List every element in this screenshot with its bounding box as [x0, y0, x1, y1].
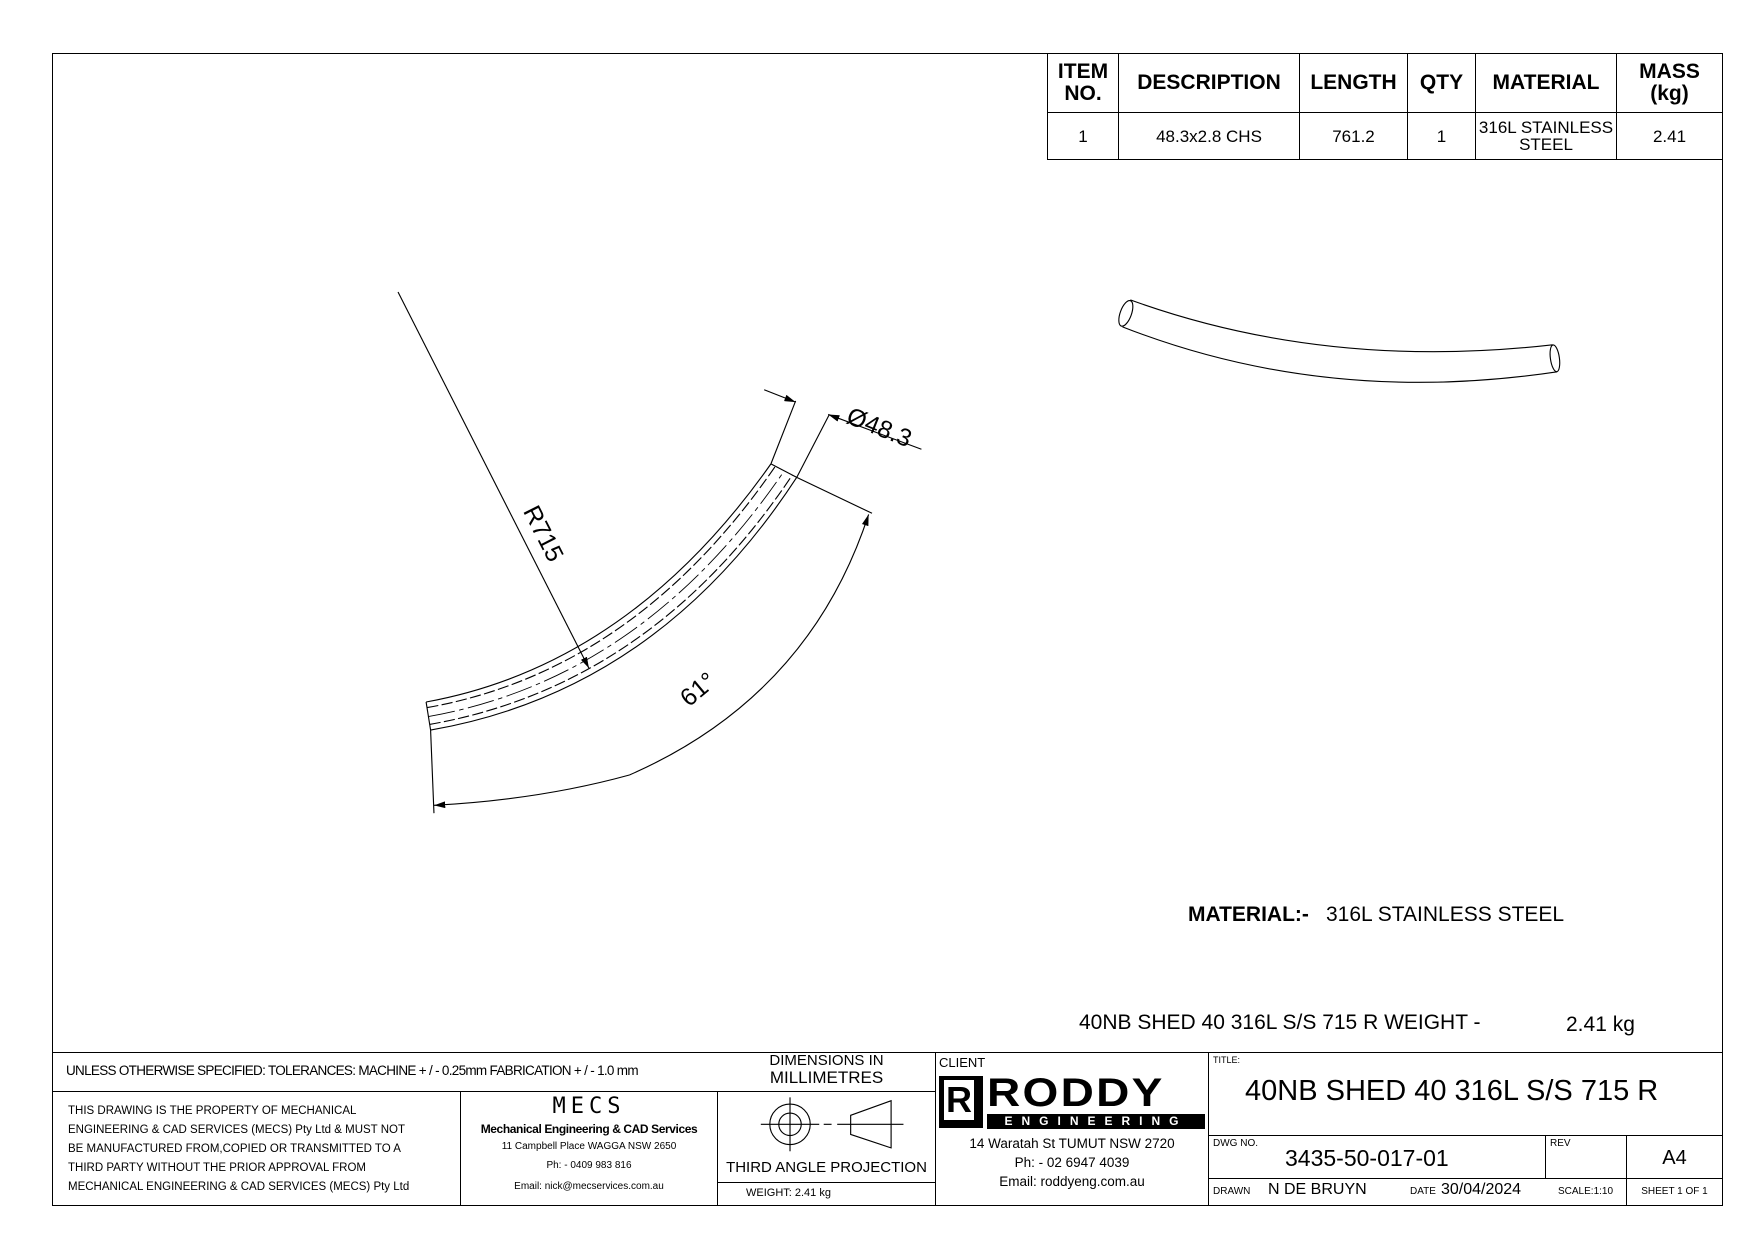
- dwg-number: 3435-50-017-01: [1285, 1145, 1449, 1171]
- extension-line: [796, 414, 830, 478]
- third-angle-projection-icon: [760, 1097, 904, 1152]
- pipe-bend-view: [425, 463, 798, 731]
- property-notice: THIS DRAWING IS THE PROPERTY OF MECHANIC…: [68, 1105, 410, 1193]
- extension-line: [430, 730, 435, 814]
- weight-text: WEIGHT: 2.41 kg: [746, 1187, 831, 1199]
- material-note-label: MATERIAL:-: [1188, 903, 1309, 926]
- diameter-label: Ø48.3: [843, 403, 916, 453]
- client-contact: 14 Waratah St TUMUT NSW 2720 Ph: - 02 69…: [969, 1136, 1175, 1189]
- diameter-dimension-line: [828, 413, 922, 450]
- roddy-logo: R RODDY ENGINEERING: [939, 1073, 1205, 1130]
- cell-mass: 2.41: [1616, 112, 1723, 160]
- material-note-value: 316L STAINLESS STEEL: [1326, 903, 1565, 926]
- radius-dimension-line: [397, 291, 590, 669]
- tolerances-text: UNLESS OTHERWISE SPECIFIED: TOLERANCES: …: [66, 1063, 711, 1078]
- rev-label: REV: [1550, 1138, 1571, 1149]
- drawing-title: 40NB SHED 40 316L S/S 715 R: [1245, 1075, 1659, 1107]
- title-label: TITLE:: [1213, 1055, 1241, 1065]
- col-qty: QTY: [1407, 53, 1476, 113]
- scale: SCALE:1:10: [1558, 1186, 1614, 1197]
- pipe-centerline: [428, 470, 785, 718]
- col-description: DESCRIPTION: [1118, 53, 1300, 113]
- pipe-hidden-line: [427, 465, 776, 709]
- dwg-no-label: DWG NO.: [1213, 1138, 1258, 1149]
- angle-dimension-arc: [433, 774, 630, 809]
- cell-description: 48.3x2.8 CHS: [1118, 112, 1300, 160]
- angle-label: 61°: [675, 668, 721, 713]
- col-length: LENGTH: [1299, 53, 1408, 113]
- sheet-number: SHEET 1 OF 1: [1641, 1186, 1708, 1197]
- mecs-info: MECS Mechanical Engineering & CAD Servic…: [460, 1095, 718, 1193]
- drawn-by: N DE BRUYN: [1268, 1181, 1367, 1198]
- col-material: MATERIAL: [1475, 53, 1617, 113]
- sheet-cell: [1626, 1178, 1723, 1206]
- cell-qty: 1: [1407, 112, 1476, 160]
- extension-line: [770, 400, 797, 465]
- pipe-inner-edge: [430, 477, 798, 731]
- pipe-outer-edge: [426, 463, 772, 703]
- pipe-hidden-line: [429, 474, 793, 726]
- weight-note-value: 2.41 kg: [1566, 1013, 1635, 1036]
- weight-note: 40NB SHED 40 316L S/S 715 R WEIGHT -: [1079, 1011, 1481, 1034]
- pipe-isometric-view: [1118, 299, 1561, 383]
- projection-label: THIRD ANGLE PROJECTION: [726, 1159, 927, 1176]
- diameter-dimension-line: [763, 389, 796, 403]
- cell-item: 1: [1047, 112, 1119, 160]
- cell-length: 761.2: [1299, 112, 1408, 160]
- radius-label: R715: [517, 502, 568, 567]
- client-label: CLIENT: [939, 1055, 986, 1070]
- sheet-size: A4: [1662, 1147, 1687, 1169]
- angle-dimension-arc: [629, 514, 870, 776]
- drawn-label: DRAWN: [1213, 1186, 1251, 1197]
- extension-line: [796, 476, 873, 514]
- mecs-logo: MECS: [552, 1094, 626, 1119]
- col-mass: MASS(kg): [1616, 53, 1723, 113]
- date-label: DATE: [1410, 1186, 1436, 1197]
- drawing-date: 30/04/2024: [1441, 1181, 1522, 1198]
